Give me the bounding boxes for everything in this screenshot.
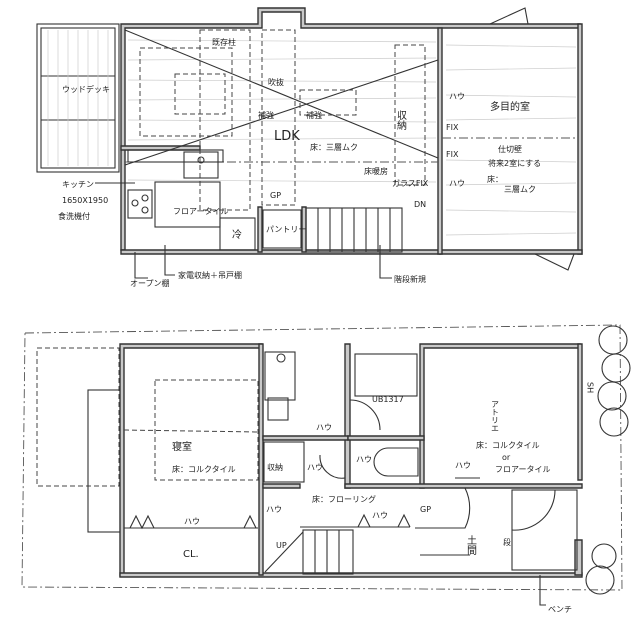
room-floor-label: 床： bbox=[487, 174, 503, 184]
storage-label: 収納 bbox=[267, 462, 283, 472]
site-boundary bbox=[21, 324, 623, 591]
gp-label: GP bbox=[270, 191, 281, 200]
stairs-upper: 階段新規 bbox=[305, 207, 426, 284]
atelier-door-label: ハウ bbox=[455, 461, 471, 470]
existing-beam-label: 既存柱 bbox=[212, 37, 236, 47]
step-label: 段 bbox=[503, 537, 511, 547]
open-shelf-label: オープン棚 bbox=[130, 278, 170, 288]
bath-door-label: ハウ bbox=[316, 423, 332, 432]
sink bbox=[183, 151, 219, 179]
fridge bbox=[219, 217, 256, 251]
kitchen: 冷 フロアータイル キッチン 1650X1950 食洗機付 オープン棚 家電収納… bbox=[58, 149, 256, 288]
storage-label: 収納 bbox=[395, 110, 407, 131]
deck: ウッドデッキ bbox=[36, 23, 120, 173]
upper-floor: ウッドデッキ bbox=[36, 7, 583, 288]
kitchen-size: 1650X1950 bbox=[62, 196, 108, 205]
floor-tile-label: フロアータイル bbox=[173, 207, 229, 216]
ldk-label: LDK bbox=[274, 129, 300, 144]
storage-door-label: ハウ bbox=[307, 463, 323, 472]
reinforce-label: 補強 bbox=[306, 110, 322, 120]
bedroom-label: 寝室 bbox=[172, 440, 192, 453]
toilet bbox=[373, 447, 419, 477]
atelier-floor-alt: フロアータイル bbox=[495, 465, 551, 474]
closet-door-label: ハウ bbox=[184, 517, 200, 526]
partition-label: 仕切壁 bbox=[498, 144, 522, 154]
void-label: 吹抜 bbox=[268, 77, 284, 87]
appliance-storage-label: 家電収納＋吊戸棚 bbox=[178, 270, 242, 280]
closet-label: CL. bbox=[183, 549, 199, 560]
partition-note: 将来2室にする bbox=[488, 158, 541, 168]
pantry bbox=[262, 209, 302, 249]
bathtub bbox=[354, 353, 418, 397]
lower-floor: 寝室 床：コルクタイル ハウ CL. 収納 ハウ UB1317 ハウ ハウ ハウ… bbox=[21, 324, 631, 614]
wash-basin bbox=[267, 397, 289, 421]
toilet-door-label: ハウ bbox=[356, 455, 372, 464]
entrance-label: 土間 bbox=[465, 534, 477, 556]
deck-label: ウッドデッキ bbox=[62, 84, 110, 94]
stairs-new-label: 階段新規 bbox=[394, 274, 426, 284]
atelier-floor-label: 床：コルクタイル bbox=[476, 440, 540, 450]
bench-label: ベンチ bbox=[548, 605, 572, 614]
sh-label: SH bbox=[586, 382, 595, 393]
hall-door-label: ハウ bbox=[266, 505, 282, 514]
lower-walls bbox=[119, 343, 583, 578]
hall-door2-label: ハウ bbox=[372, 511, 388, 520]
hall-floor-label: 床：フローリング bbox=[312, 494, 376, 504]
door-label: ハウ bbox=[449, 179, 465, 188]
floor-heating-label: 床暖房 bbox=[364, 166, 388, 176]
bedroom-floor-label: 床：コルクタイル bbox=[172, 464, 236, 474]
upper-walls bbox=[120, 7, 583, 255]
room-floor-value: 三層ムク bbox=[504, 185, 536, 194]
dining-table bbox=[139, 47, 233, 137]
fix-label: FIX bbox=[446, 150, 459, 159]
shrubs bbox=[585, 325, 631, 595]
fix-label: FIX bbox=[446, 123, 459, 132]
atelier-label: アトリエ bbox=[491, 400, 500, 432]
pantry-label: パントリー bbox=[266, 225, 306, 234]
dn-label: DN bbox=[414, 200, 426, 209]
kitchen-note: 食洗機付 bbox=[58, 211, 90, 221]
kitchen-label: キッチン bbox=[62, 180, 94, 189]
reinforce-label: 補強 bbox=[258, 110, 274, 120]
atelier-floor-or: or bbox=[502, 453, 511, 462]
gp-label: GP bbox=[420, 505, 431, 514]
glass-fix-label: ガラスFIX bbox=[392, 178, 429, 188]
door-label: ハウ bbox=[449, 92, 465, 101]
up-label: UP bbox=[276, 541, 287, 550]
multi-room-label: 多目的室 bbox=[490, 100, 530, 113]
cooktop bbox=[127, 189, 153, 219]
bath-label: UB1317 bbox=[372, 395, 404, 404]
stairs-lower bbox=[264, 529, 354, 575]
ldk-floor-label: 床：三層ムク bbox=[310, 142, 358, 152]
fridge-label: 冷 bbox=[232, 228, 242, 241]
